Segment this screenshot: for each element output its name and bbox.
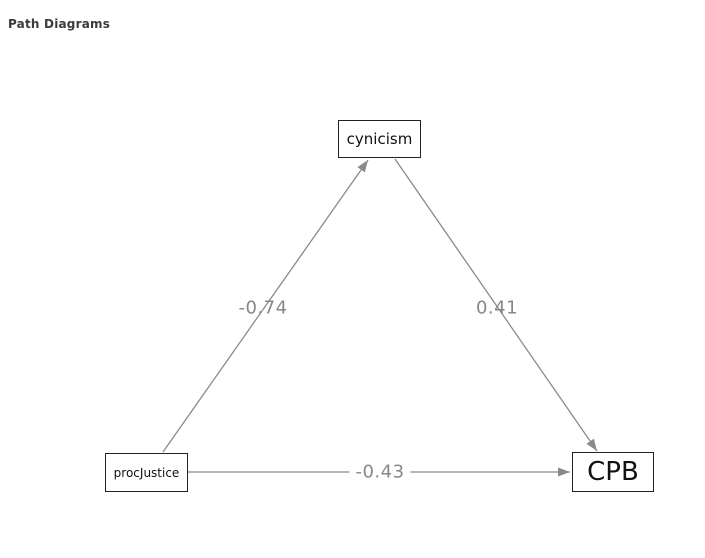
edge-coefficient-procjustice-cynicism: -0.74 bbox=[238, 297, 288, 319]
node-cynicism: cynicism bbox=[338, 120, 421, 158]
node-procjustice: procJustice bbox=[105, 453, 188, 492]
edge-coefficient-cynicism-cpb: 0.41 bbox=[475, 297, 519, 319]
edge-cynicism-to-cpb bbox=[394, 158, 598, 452]
node-cpb: CPB bbox=[572, 452, 654, 492]
edge-coefficient-procjustice-cpb: -0.43 bbox=[349, 461, 411, 483]
page-title: Path Diagrams bbox=[8, 17, 111, 31]
node-cpb-label: CPB bbox=[587, 457, 639, 487]
edge-procjustice-to-cynicism bbox=[162, 159, 369, 453]
node-cynicism-label: cynicism bbox=[346, 130, 413, 148]
node-procjustice-label: procJustice bbox=[113, 465, 180, 480]
